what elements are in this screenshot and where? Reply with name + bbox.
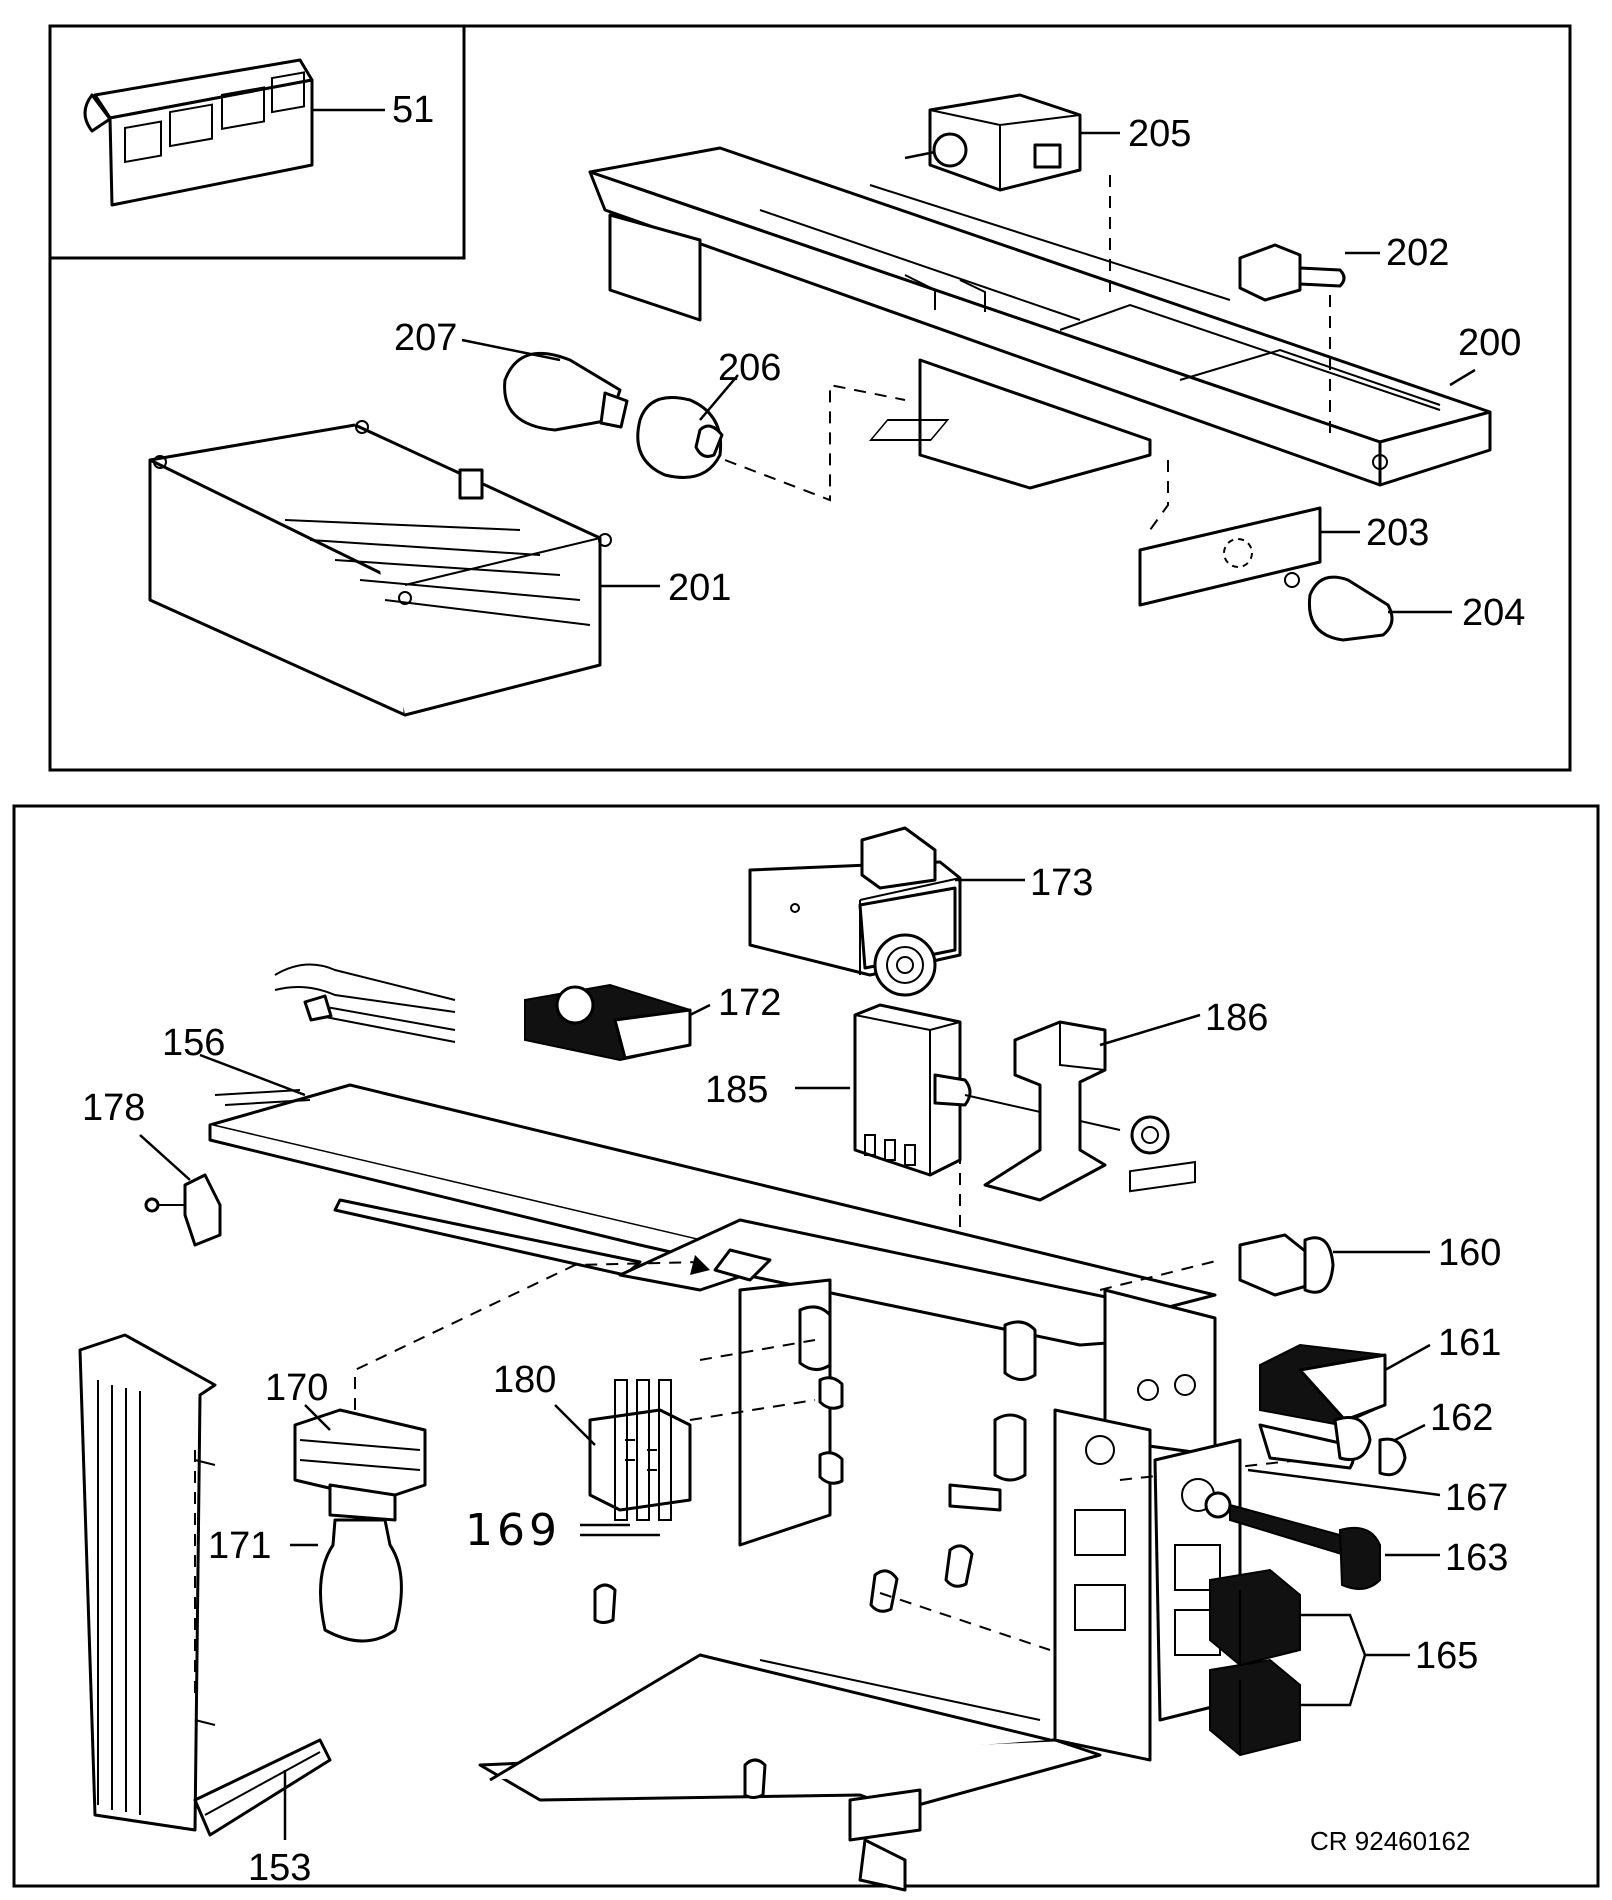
callout-160: 160 <box>1438 1232 1501 1274</box>
part-170-lampholder <box>293 1255 710 1522</box>
part-165-switches <box>1209 1568 1410 1757</box>
callout-156: 156 <box>162 1022 225 1064</box>
callout-171: 171 <box>208 1525 271 1567</box>
part-51-handle <box>83 58 385 207</box>
callout-206: 206 <box>718 347 781 389</box>
part-203-front-plate <box>1138 460 1360 607</box>
part-206-lampholder <box>636 374 906 502</box>
callout-178: 178 <box>82 1087 145 1129</box>
part-205-thermostat <box>904 93 1120 300</box>
chassis-frame <box>333 1160 1301 1892</box>
part-172-timer-wiring <box>274 963 711 1062</box>
top-panel: 51 205 202 200 207 206 203 204 201 <box>48 24 1572 772</box>
callout-172: 172 <box>718 982 781 1024</box>
callout-205: 205 <box>1128 113 1191 155</box>
callout-169: 169 <box>465 1505 561 1556</box>
callout-163: 163 <box>1445 1537 1508 1579</box>
callout-202: 202 <box>1386 232 1449 274</box>
callout-204: 204 <box>1462 592 1525 634</box>
part-204-knob <box>1284 572 1452 642</box>
callout-200: 200 <box>1458 322 1521 364</box>
callout-186: 186 <box>1205 997 1268 1039</box>
part-201-crisper <box>148 420 660 717</box>
callout-165: 165 <box>1415 1635 1478 1677</box>
part-161-switch <box>1259 1343 1431 1427</box>
part-163-knob <box>1204 1491 1440 1590</box>
callout-161: 161 <box>1438 1322 1501 1364</box>
callout-173: 173 <box>1030 862 1093 904</box>
callout-201: 201 <box>668 567 731 609</box>
part-186-bracket <box>983 1013 1201 1202</box>
callout-203: 203 <box>1366 512 1429 554</box>
bottom-panel-frame <box>12 804 1600 1888</box>
part-160-lampholder <box>1238 1233 1430 1297</box>
part-162-indicator <box>1258 1416 1426 1477</box>
callout-162: 162 <box>1430 1397 1493 1439</box>
part-185-thermostat <box>795 933 1121 1318</box>
inset-frame <box>50 26 466 260</box>
callout-180: 180 <box>493 1359 556 1401</box>
callout-170: 170 <box>265 1367 328 1409</box>
part-167-panel-plate <box>1153 1438 1441 1722</box>
callout-167: 167 <box>1445 1477 1508 1519</box>
part-178-clip <box>139 1134 222 1247</box>
top-panel-frame <box>48 24 1572 772</box>
part-200-tray-housing <box>588 146 1492 490</box>
part-202-switch <box>1238 243 1380 440</box>
callout-153: 153 <box>248 1847 311 1889</box>
part-171-bulb <box>290 1518 403 1643</box>
callout-207: 207 <box>394 317 457 359</box>
part-207-bulb <box>461 338 629 432</box>
part-153-side-panel <box>78 1333 332 1840</box>
bottom-panel: 173 172 186 156 185 178 160 161 170 180 … <box>12 804 1600 1892</box>
callout-185: 185 <box>705 1069 768 1111</box>
reference-code: CR 92460162 <box>1310 1826 1470 1856</box>
part-180-terminal-block <box>554 1379 692 1537</box>
callout-51: 51 <box>392 89 434 131</box>
